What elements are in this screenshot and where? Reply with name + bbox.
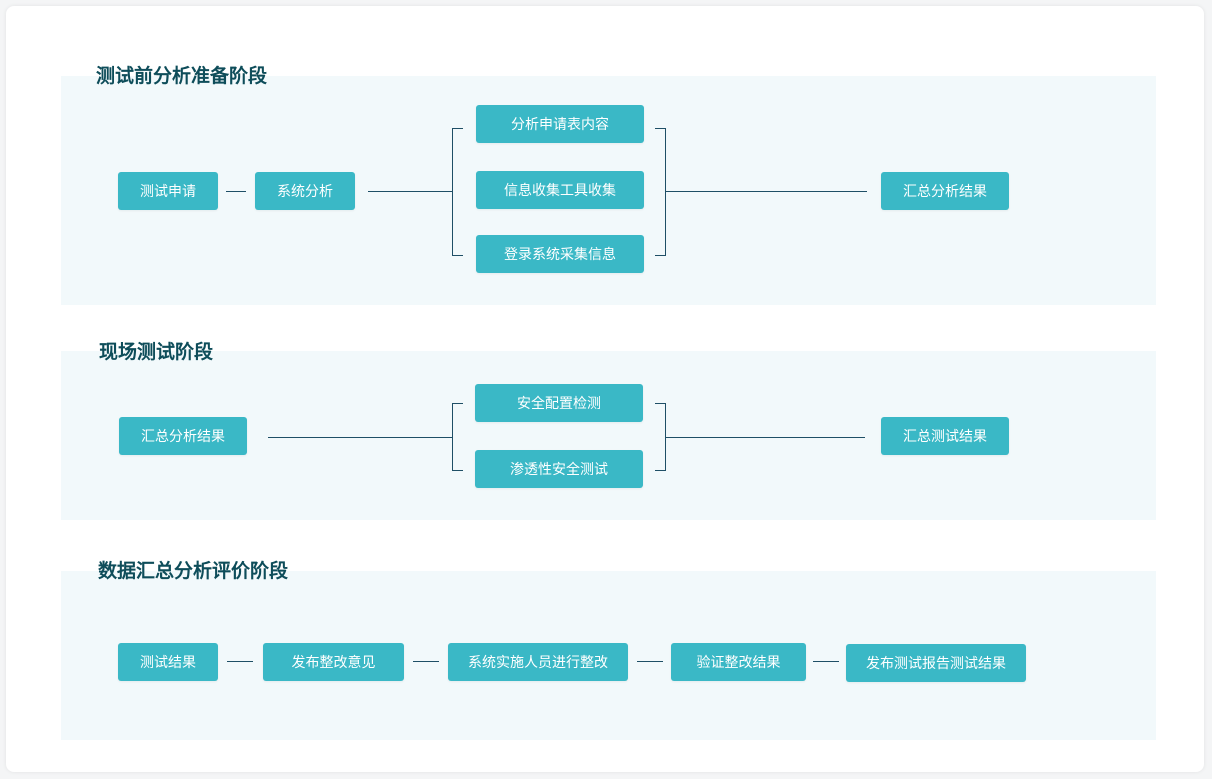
stage1-analysis-node[interactable]: 系统分析 xyxy=(255,172,355,210)
stage1-connector-1 xyxy=(226,191,246,192)
stage2-result-node[interactable]: 汇总测试结果 xyxy=(881,417,1009,455)
stage1-left-bracket xyxy=(452,128,463,256)
stage1-title: 测试前分析准备阶段 xyxy=(96,65,268,87)
stage2-left-bracket xyxy=(452,403,463,471)
stage1-result-node[interactable]: 汇总分析结果 xyxy=(881,172,1009,210)
stage2-branch-node-1[interactable]: 安全配置检测 xyxy=(475,384,643,422)
stage3-connector-2 xyxy=(413,661,439,662)
stage2-right-bracket xyxy=(655,403,666,471)
stage3-step-node-3[interactable]: 系统实施人员进行整改 xyxy=(448,643,628,681)
stage1-connector-2 xyxy=(368,191,452,192)
stage1-branch-node-2[interactable]: 信息收集工具收集 xyxy=(476,171,644,209)
stage1-connector-3 xyxy=(666,191,867,192)
stage1-branch-node-3[interactable]: 登录系统采集信息 xyxy=(476,235,644,273)
stage3-title: 数据汇总分析评价阶段 xyxy=(98,560,289,582)
stage1-start-node[interactable]: 测试申请 xyxy=(118,172,218,210)
stage2-title: 现场测试阶段 xyxy=(99,341,214,363)
stage3-step-node-4[interactable]: 验证整改结果 xyxy=(671,643,806,681)
stage1-right-bracket xyxy=(655,128,666,256)
stage1-branch-node-1[interactable]: 分析申请表内容 xyxy=(476,105,644,143)
stage3-connector-3 xyxy=(637,661,663,662)
stage2-start-node[interactable]: 汇总分析结果 xyxy=(119,417,247,455)
stage3-step-node-1[interactable]: 测试结果 xyxy=(118,643,218,681)
stage3-connector-1 xyxy=(227,661,253,662)
stage2-branch-node-2[interactable]: 渗透性安全测试 xyxy=(475,450,643,488)
stage2-connector-1 xyxy=(268,437,452,438)
stage3-step-node-5[interactable]: 发布测试报告测试结果 xyxy=(846,644,1026,682)
stage3-step-node-2[interactable]: 发布整改意见 xyxy=(263,643,404,681)
stage3-connector-4 xyxy=(813,661,839,662)
stage2-connector-2 xyxy=(666,437,865,438)
